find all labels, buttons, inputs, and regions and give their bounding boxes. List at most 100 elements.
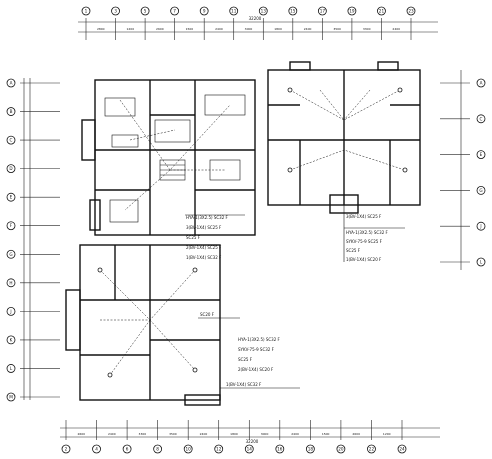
annot-a-line2: 3(BV-1X4) SC25 F: [186, 225, 222, 230]
bed-furniture: [104, 97, 136, 117]
axis-bubble: [183, 444, 193, 454]
axis-bubble: [111, 6, 120, 16]
axis-bubble: [476, 257, 486, 267]
axis-label: F: [10, 223, 13, 228]
bed-furniture-3: [109, 199, 139, 223]
axis-label: L: [480, 260, 483, 265]
dimension-value: 2400: [215, 27, 223, 31]
axis-bubble: [367, 444, 376, 454]
axis-bubble: [275, 444, 285, 454]
axis-label: G: [479, 188, 482, 193]
annot-b-line3: SYKV-75-9 SC25 F: [346, 239, 383, 244]
axis-label: 23: [408, 9, 414, 14]
dimension-value: 3000: [245, 27, 253, 31]
annot-c-line2: HYA-1(3X2.5) SC32 F: [238, 337, 281, 342]
dimension-value: 2600: [352, 432, 360, 436]
annot-b-line4: SC25 F: [346, 248, 361, 253]
dimension-value: 2400: [304, 27, 312, 31]
axis-label: E: [10, 195, 13, 200]
annot-b-line1: 3(BV-1X4) SC25 F: [346, 214, 382, 219]
bed-furniture-2: [204, 94, 246, 116]
axis-bubble: [140, 6, 150, 16]
axis-bubble: [397, 444, 407, 454]
sofa-furniture: [111, 134, 139, 148]
bottom-total-dimension: 32200: [246, 439, 259, 444]
axis-label: 17: [320, 9, 326, 14]
axis-bubble: [6, 221, 16, 231]
axis-bubble: [6, 107, 16, 116]
top-dimension-zone: 32200: [78, 16, 438, 33]
axis-label: A: [10, 81, 13, 86]
axis-label: M: [9, 395, 13, 400]
axis-bubble: [336, 444, 346, 454]
axis-bubble: [476, 78, 486, 88]
dimension-value: 1200: [126, 27, 134, 31]
axis-label: 16: [277, 447, 283, 452]
axis-bubble: [288, 6, 298, 16]
axis-label: 2: [65, 447, 68, 452]
top-total-dimension: 32200: [249, 16, 262, 21]
annot-a-line3: SC25 F: [186, 235, 201, 240]
axis-label: A: [480, 81, 483, 86]
axis-bubble: [6, 135, 16, 145]
dimension-value: 1800: [274, 27, 282, 31]
axis-label: J: [479, 224, 481, 229]
annot-b-line5: 1(BV-1X4) SC20 F: [346, 257, 382, 262]
axis-bubble: [476, 114, 486, 124]
bottom-grid-axes: 2260042400633008350010240012180014300016…: [61, 420, 407, 454]
axis-label: E: [480, 152, 483, 157]
annot-a-line1: HYA-1(3X2.5) SC32 F: [186, 215, 229, 220]
axis-bubble: [476, 221, 486, 231]
axis-bubble: [6, 192, 16, 202]
annot-c-line3: SYKV-75-9 SC32 F: [238, 347, 275, 352]
axis-label: 20: [338, 447, 344, 452]
dimension-value: 3500: [333, 27, 341, 31]
axis-bubble: [476, 185, 486, 195]
axis-bubble: [199, 6, 209, 16]
annot-a-line4: 2(BV-1X4) SC25 F: [186, 245, 222, 250]
axis-bubble: [6, 164, 16, 174]
axis-label: B: [10, 109, 13, 114]
dimension-value: 2400: [392, 27, 400, 31]
axis-label: 3: [114, 9, 117, 14]
axis-label: 10: [186, 447, 192, 452]
axis-bubble: [6, 278, 16, 288]
axis-label: L: [10, 366, 13, 371]
unit-a-upper-left: [81, 79, 256, 236]
annot-c-line1: SC20 F: [200, 312, 215, 317]
annot-c-line6: 1(BV-1X4) SC32 F: [226, 382, 262, 387]
feeder-annotation-c: SC20 F HYA-1(3X2.5) SC32 F SYKV-75-9 SC3…: [198, 312, 300, 389]
dimension-value: 3500: [169, 432, 177, 436]
feeder-annotation-a: HYA-1(3X2.5) SC32 F 3(BV-1X4) SC25 F SC2…: [185, 214, 245, 260]
annot-b-line2: HYA-1(3X2.5) SC32 F: [346, 230, 389, 235]
axis-bubble: [305, 444, 315, 454]
annot-c-line5: 2(BV-1X4) SC20 F: [238, 367, 274, 372]
dimension-value: 1500: [322, 432, 330, 436]
dimension-value: 2400: [108, 432, 116, 436]
unit-c-lower-left: [65, 244, 221, 406]
bed-furniture-4: [209, 159, 241, 181]
dimension-value: 2800: [97, 27, 105, 31]
dimension-value: 2600: [77, 432, 85, 436]
dimension-value: 2400: [291, 432, 299, 436]
axis-label: 15: [290, 9, 296, 14]
axis-bubble: [317, 6, 327, 16]
axis-label: 7: [173, 9, 176, 14]
axis-bubble: [258, 6, 268, 16]
axis-label: J: [9, 309, 11, 314]
axis-bubble: [6, 249, 16, 259]
axis-label: C: [10, 138, 13, 143]
axis-bubble: [6, 364, 16, 373]
dimension-value: 2600: [156, 27, 164, 31]
dimension-value: 3300: [139, 432, 147, 436]
dimension-value: 3000: [261, 432, 269, 436]
axis-label: K: [10, 337, 13, 342]
unit-b-right: [267, 61, 421, 214]
dimension-value: 3300: [363, 27, 371, 31]
axis-label: 4: [95, 447, 98, 452]
axis-bubble: [6, 335, 16, 345]
axis-label: G: [9, 252, 12, 257]
